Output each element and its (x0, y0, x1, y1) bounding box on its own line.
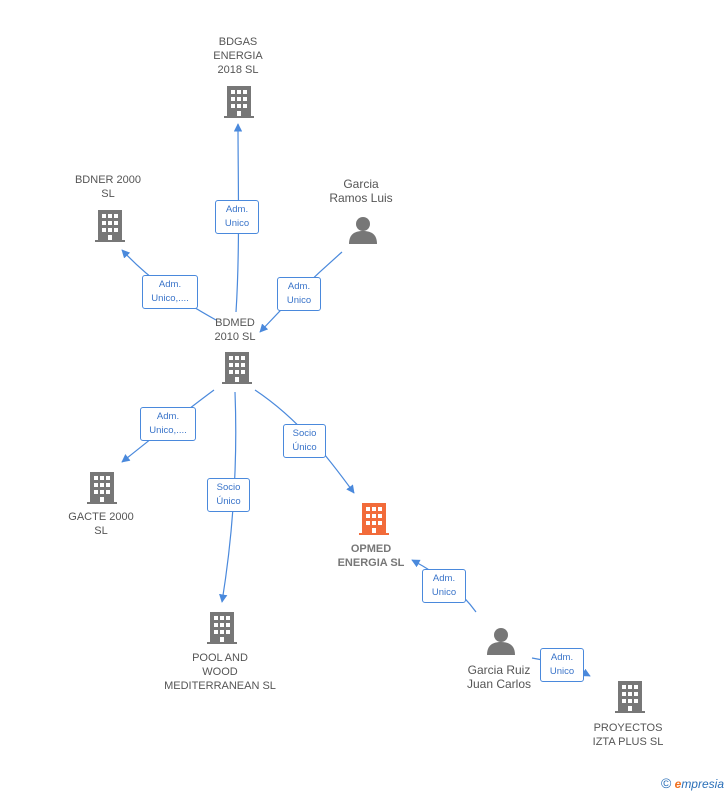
building-icon (615, 681, 645, 713)
edge-label-bdmed-bdgas: Adm. Unico (215, 200, 259, 234)
building-icon (95, 210, 125, 242)
brand-first-letter: e (674, 777, 682, 791)
edge-label-bdmed-opmed: Socio Único (283, 424, 326, 458)
node-label-bdgas[interactable]: BDGAS ENERGIA 2018 SL (213, 36, 263, 76)
node-label-garcia-ruiz[interactable]: Garcia Ruiz Juan Carlos (466, 663, 532, 691)
building-icon (222, 352, 252, 384)
building-icon-highlight (359, 503, 389, 535)
node-label-proyectos[interactable]: PROYECTOS IZTA PLUS SL (592, 722, 664, 748)
building-icon (224, 86, 254, 118)
node-label-bdner[interactable]: BDNER 2000 SL (74, 174, 142, 200)
person-icon (349, 217, 377, 244)
edge-label-bdmed-gacte: Adm. Unico,.... (140, 407, 196, 441)
node-label-bdmed[interactable]: BDMED 2010 SL (214, 317, 256, 343)
node-label-garcia-ramos[interactable]: Garcia Ramos Luis (329, 177, 393, 205)
edge-label-bdmed-pool: Socio Único (207, 478, 250, 512)
node-label-opmed[interactable]: OPMED ENERGIA SL (337, 543, 405, 569)
building-icon (87, 472, 117, 504)
brand-rest: mpresia (681, 777, 724, 791)
edge-label-bdmed-bdner: Adm. Unico,.... (142, 275, 198, 309)
edge-label-ramos-bdmed: Adm. Unico (277, 277, 321, 311)
edge-label-ruiz-opmed: Adm. Unico (422, 569, 466, 603)
copyright-icon: © (660, 775, 672, 791)
person-icon (487, 628, 515, 655)
edge-label-ruiz-proyectos: Adm. Unico (540, 648, 584, 682)
empresia-watermark: © empresia (661, 775, 724, 791)
building-icon (207, 612, 237, 644)
node-label-gacte[interactable]: GACTE 2000 SL (68, 511, 134, 537)
node-label-pool[interactable]: POOL AND WOOD MEDITERRANEAN SL (164, 652, 276, 692)
